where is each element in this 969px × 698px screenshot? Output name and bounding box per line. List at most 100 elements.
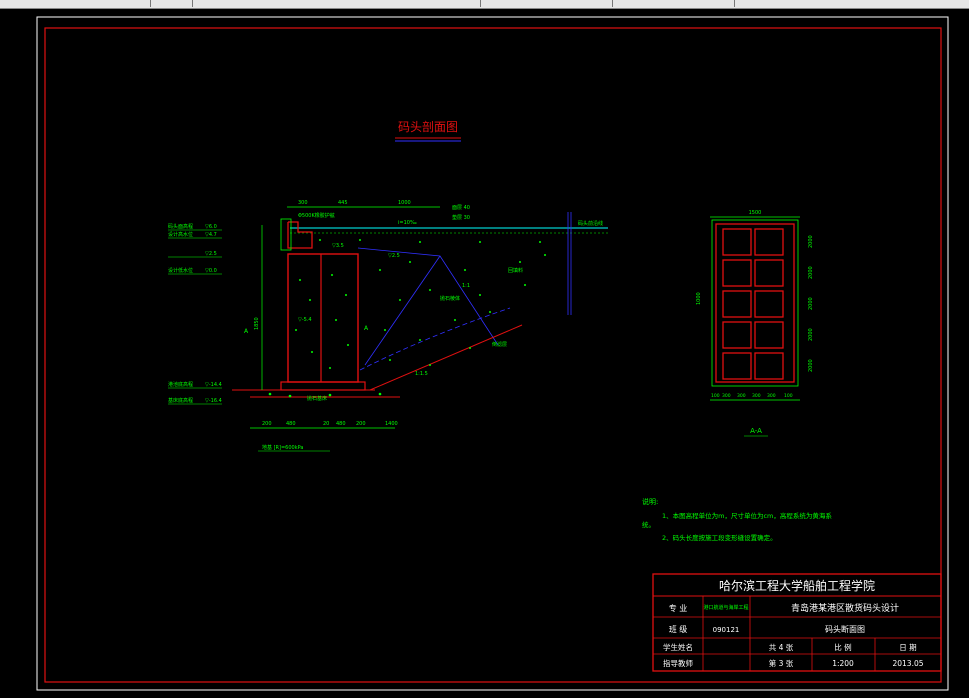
tb-drawing-name: 码头断面图 xyxy=(825,624,865,634)
section-label: A-A xyxy=(750,427,762,435)
notes-heading: 说明: xyxy=(642,497,658,506)
plan-height: 1000 xyxy=(696,292,702,305)
tb-project: 青岛港某港区散货码头设计 xyxy=(791,602,899,614)
caisson-cell xyxy=(722,228,752,256)
level-value: ▽6.0 xyxy=(205,224,217,230)
dim-text: 200 xyxy=(262,421,272,427)
level-value: ▽-16.4 xyxy=(205,398,222,404)
title-block: 哈尔滨工程大学船舶工程学院 专 业 港口航道与海岸工程 青岛港某港区散货码头设计… xyxy=(652,573,942,672)
dim-text: 445 xyxy=(338,200,348,206)
note-item: 统。 xyxy=(642,520,655,529)
dim-text: 480 xyxy=(336,421,346,427)
slope-label: 1:1.5 xyxy=(415,371,428,377)
annotation-slope: i=10‰ xyxy=(398,220,417,226)
prism-boundary xyxy=(357,247,499,346)
fill-label: 回填料 xyxy=(508,267,523,274)
inner-level: ▽-5.4 xyxy=(298,317,312,323)
caisson-cell xyxy=(722,290,752,318)
caisson-cell xyxy=(754,352,784,380)
level-name: 设计低水位 xyxy=(168,267,193,274)
toolbar-segment[interactable] xyxy=(482,0,613,7)
tb-class-label: 班 级 xyxy=(669,624,688,634)
tb-student-label: 学生姓名 xyxy=(663,642,693,652)
caisson-cell xyxy=(722,352,752,380)
caisson-base xyxy=(280,381,366,391)
caisson-cell xyxy=(754,321,784,349)
cut-label-left: A xyxy=(244,328,249,335)
prism-boundary xyxy=(364,255,441,366)
annotation-cushion: 垫层 30 xyxy=(452,214,470,221)
dim-text: 1000 xyxy=(398,200,411,206)
inner-level: ▽3.5 xyxy=(332,243,344,249)
outer-frame xyxy=(36,16,949,691)
dim-text: 20 xyxy=(323,421,329,427)
dim-height: 1850 xyxy=(254,317,260,330)
level-name: 基床底高程 xyxy=(168,397,193,404)
notes: 说明: 1、本图高程单位为m，尺寸单位为cm，高程系统为黄海系 统。 2、码头长… xyxy=(642,497,832,542)
plan-dim-bottom-text: 300 xyxy=(722,393,731,399)
quay-section: 300 445 1000 Φ500K橡胶护舷 i=10‰ 面层 40 垫层 30… xyxy=(168,200,608,452)
plan-dim-right: 2000 xyxy=(808,235,814,248)
tb-advisor-label: 指导教师 xyxy=(663,658,693,668)
plan-dim-bottom-text: 100 xyxy=(711,393,720,399)
inner-frame xyxy=(44,27,942,683)
tb-outline xyxy=(652,573,942,672)
level-value: ▽2.5 xyxy=(205,251,217,257)
plan-dim-bottom-text: 300 xyxy=(737,393,746,399)
tb-major-value: 港口航道与海岸工程 xyxy=(703,604,748,611)
level-value: ▽4.7 xyxy=(205,232,217,238)
slope-label: 1:1 xyxy=(462,283,470,289)
bearing-note: 地基 [R]=600kPa xyxy=(262,444,303,451)
level-value: ▽0.0 xyxy=(205,268,217,274)
fill-label: 抛石基床 xyxy=(307,395,327,402)
tb-scale-label: 比 例 xyxy=(834,642,851,652)
filter-layer xyxy=(359,307,511,371)
tb-school: 哈尔滨工程大学船舶工程学院 xyxy=(719,578,875,593)
level-name: 码头面高程 xyxy=(168,223,193,230)
tb-class-value: 090121 xyxy=(713,626,740,634)
tb-major-label: 专 业 xyxy=(669,603,688,613)
level-name: 港池底高程 xyxy=(168,381,193,388)
plan-dim-right: 2000 xyxy=(808,359,814,372)
caisson-cell xyxy=(754,290,784,318)
fill-label: 倒滤层 xyxy=(492,341,507,348)
plan-dim-bottom-text: 300 xyxy=(752,393,761,399)
tb-total: 共 4 张 xyxy=(769,643,794,652)
plan-dim-bottom-text: 300 xyxy=(767,393,776,399)
caisson-cell xyxy=(722,321,752,349)
main-title: 码头剖面图 xyxy=(398,120,458,134)
toolbar-segment[interactable] xyxy=(0,0,151,7)
tb-date-label: 日 期 xyxy=(899,643,916,652)
level-value: ▽-14.4 xyxy=(205,382,222,388)
dim-text: 300 xyxy=(298,200,308,206)
plan-dim-right: 2000 xyxy=(808,297,814,310)
note-item: 2、码头长度按施工段变形缝设置确定。 xyxy=(662,533,777,542)
plan-outline xyxy=(715,223,795,383)
plan-dim-right: 2000 xyxy=(808,266,814,279)
plan-dim-bottom-text: 100 xyxy=(784,393,793,399)
cut-label: A xyxy=(364,325,369,332)
level-name: 设计高水位 xyxy=(168,231,193,238)
toolbar-strip xyxy=(0,0,969,9)
fill-hatch xyxy=(268,239,546,398)
dim-text: 480 xyxy=(286,421,296,427)
tb-scale-value: 1:200 xyxy=(832,659,854,668)
dim-text: 200 xyxy=(356,421,366,427)
caisson-cell xyxy=(754,259,784,287)
toolbar-segment[interactable] xyxy=(290,0,481,7)
caisson-cell xyxy=(722,259,752,287)
tb-sheet-no: 第 3 张 xyxy=(769,658,794,668)
toolbar-segment[interactable] xyxy=(152,0,193,7)
right-label: 码头前沿线 xyxy=(578,220,603,227)
fill-label: 抛石棱体 xyxy=(440,295,460,302)
caisson-cell xyxy=(754,228,784,256)
tb-date-value: 2013.05 xyxy=(892,659,923,668)
annotation-surface: 面层 40 xyxy=(452,205,470,211)
level-markers: 码头面高程 ▽6.0 设计高水位 ▽4.7 ▽2.5 设计低水位 ▽0.0 港池底高程 ▽-14… xyxy=(168,223,222,405)
superstructure xyxy=(287,221,313,249)
toolbar-segment[interactable] xyxy=(614,0,735,7)
